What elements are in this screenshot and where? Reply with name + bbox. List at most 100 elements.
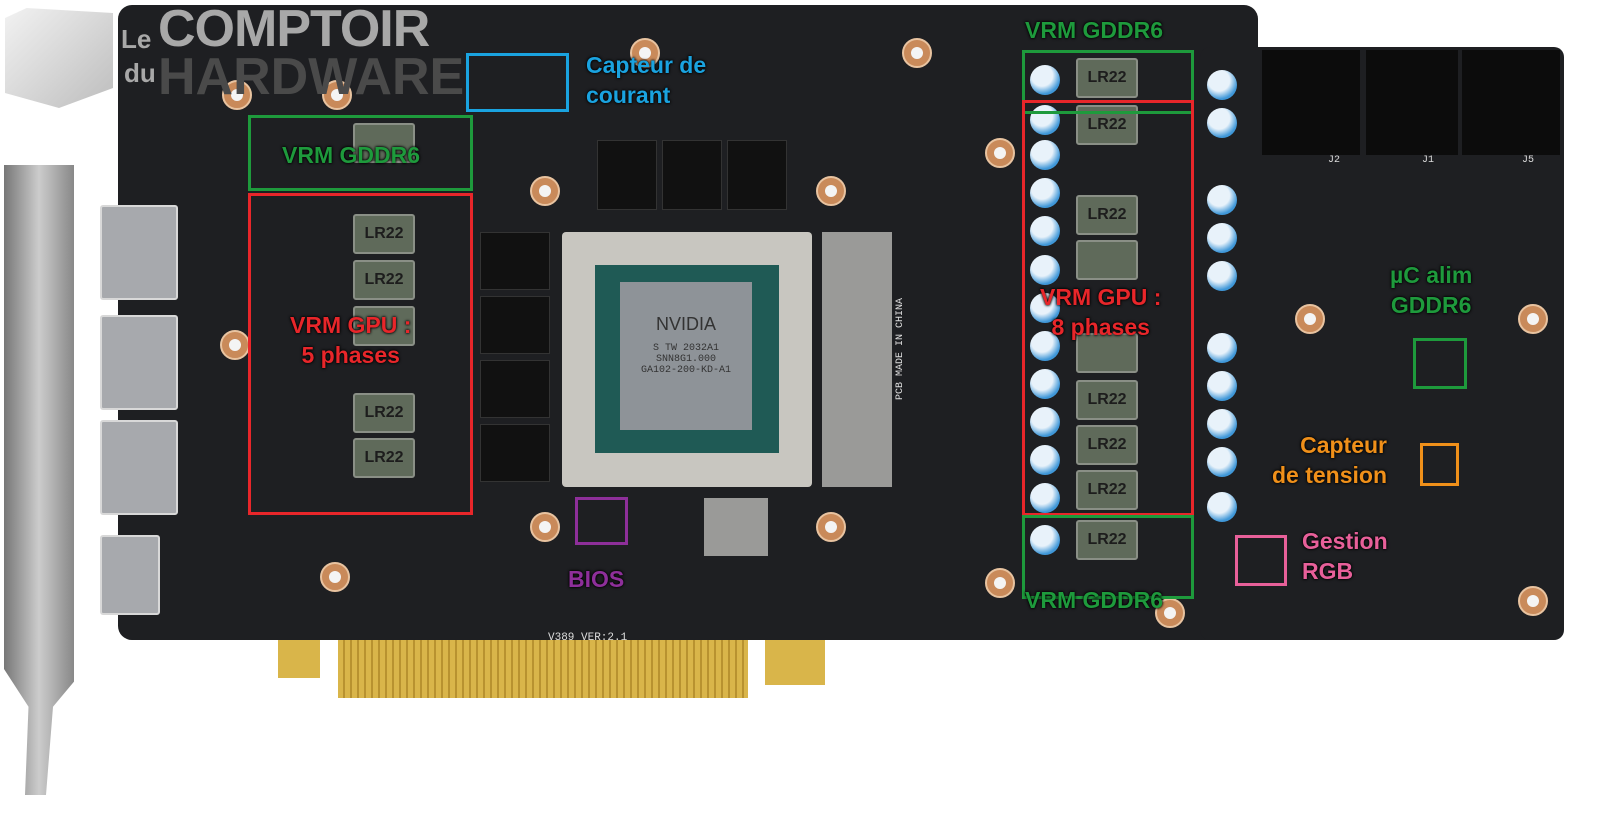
- mounting-hole: [816, 512, 846, 542]
- pcb-made-in: PCB MADE IN CHINA: [895, 297, 906, 400]
- capacitor: [1030, 216, 1060, 246]
- label-line: Gestion: [1302, 528, 1388, 554]
- mounting-hole: [322, 80, 352, 110]
- gpu-marking-3: GA102-200-KD-A1: [640, 365, 731, 376]
- inductor: LR22: [1076, 195, 1138, 235]
- vrm-gpu-left-label: VRM GPU :5 phases: [290, 310, 411, 370]
- pcie-fingers-short: [278, 640, 320, 678]
- inductor: LR22: [353, 214, 415, 254]
- hdmi-port: [100, 535, 160, 615]
- current-sensor-box: [466, 53, 569, 112]
- capacitor: [1207, 261, 1237, 291]
- label-line: µC alim: [1390, 262, 1473, 288]
- label-line: GDDR6: [1390, 292, 1472, 318]
- label-j2: J2: [1328, 155, 1341, 166]
- inductor: LR22: [353, 260, 415, 300]
- mounting-hole: [222, 80, 252, 110]
- inductor: LR22: [1076, 380, 1138, 420]
- logo-du: du: [124, 58, 156, 88]
- label-line: Capteur de: [586, 52, 707, 78]
- mounting-hole: [1155, 598, 1185, 628]
- capacitor: [1030, 255, 1060, 285]
- inductor: LR22: [1076, 425, 1138, 465]
- capacitor: [1207, 371, 1237, 401]
- gpu-marking-1: S TW 2032A1: [652, 343, 719, 354]
- capacitor: [1207, 70, 1237, 100]
- capacitor: [1207, 185, 1237, 215]
- capacitor: [1207, 223, 1237, 253]
- capacitor: [1030, 65, 1060, 95]
- vrm-gddr6-bottom-label: VRM GDDR6: [1025, 587, 1164, 613]
- memory-chip: [597, 140, 657, 210]
- bios-box: [575, 497, 628, 545]
- vrm-gddr6-top-label: VRM GDDR6: [1025, 17, 1164, 43]
- power-connector-j5: [1462, 50, 1560, 155]
- power-connector-j1: [1366, 50, 1458, 155]
- mounting-hole: [530, 176, 560, 206]
- gpu-die: NVIDIA S TW 2032A1 SNN8G1.000 GA102-200-…: [620, 282, 752, 430]
- inductor: LR22: [1076, 470, 1138, 510]
- memory-chip: [480, 424, 550, 482]
- mounting-hole: [1518, 586, 1548, 616]
- vrm-gddr6-bottom-box: [1022, 515, 1194, 599]
- logo-le: Le: [121, 24, 152, 54]
- inductor: LR22: [1076, 520, 1138, 560]
- capacitor: [1030, 293, 1060, 323]
- label-j5: J5: [1522, 155, 1535, 166]
- vrm-gddr6-left-box: [248, 115, 473, 191]
- capacitor: [1207, 333, 1237, 363]
- displayport-1: [100, 205, 178, 300]
- mounting-hole: [985, 568, 1015, 598]
- capacitor: [1030, 445, 1060, 475]
- vrm-gddr6-top-box: [1022, 50, 1194, 114]
- capacitor: [1207, 409, 1237, 439]
- label-j1: J1: [1422, 155, 1435, 166]
- capacitor: [1030, 525, 1060, 555]
- capacitor: [1030, 105, 1060, 135]
- capacitor: [1030, 483, 1060, 513]
- thermal-pad: [822, 232, 892, 487]
- inductor: [353, 306, 415, 346]
- memory-chip: [480, 360, 550, 418]
- inductor: LR22: [353, 438, 415, 478]
- vrm-gpu-left-box: [248, 193, 473, 515]
- memory-chip: [480, 296, 550, 354]
- capacitor: [1030, 178, 1060, 208]
- thermal-pad-small: [704, 498, 768, 556]
- memory-chip: [480, 232, 550, 290]
- voltage-sensor-label: Capteur de tension: [1272, 430, 1387, 490]
- inductor: LR22: [353, 393, 415, 433]
- capacitor: [1030, 140, 1060, 170]
- displayport-2: [100, 315, 178, 410]
- vrm-gddr6-left-label: VRM GDDR6: [282, 142, 421, 168]
- mounting-hole: [816, 176, 846, 206]
- pcie-fingers-end: [765, 640, 825, 685]
- label-line: courant: [586, 82, 671, 108]
- label-line: de tension: [1272, 462, 1388, 488]
- uc-gddr6-box: [1413, 338, 1467, 389]
- label-line: Capteur: [1300, 432, 1388, 458]
- capacitor: [1207, 447, 1237, 477]
- mounting-hole: [530, 512, 560, 542]
- mounting-hole: [220, 330, 250, 360]
- memory-chip: [662, 140, 722, 210]
- gpu-brand: NVIDIA: [655, 314, 716, 334]
- mounting-hole: [630, 38, 660, 68]
- inductor: [353, 123, 415, 163]
- capacitor: [1207, 108, 1237, 138]
- voltage-sensor-box: [1420, 443, 1459, 486]
- displayport-3: [100, 420, 178, 515]
- memory-chip: [727, 140, 787, 210]
- vrm-gpu-right-box: [1022, 100, 1194, 516]
- label-line: VRM GPU :: [1040, 284, 1162, 310]
- rgb-controller-box: [1235, 535, 1287, 586]
- io-bracket: [4, 165, 74, 795]
- mounting-hole: [320, 562, 350, 592]
- label-line: 5 phases: [301, 342, 400, 368]
- inductor: LR22: [1076, 58, 1138, 98]
- label-line: 8 phases: [1051, 314, 1150, 340]
- pcb-version: V389 VER:2.1: [548, 632, 628, 644]
- bios-label: BIOS: [568, 566, 625, 592]
